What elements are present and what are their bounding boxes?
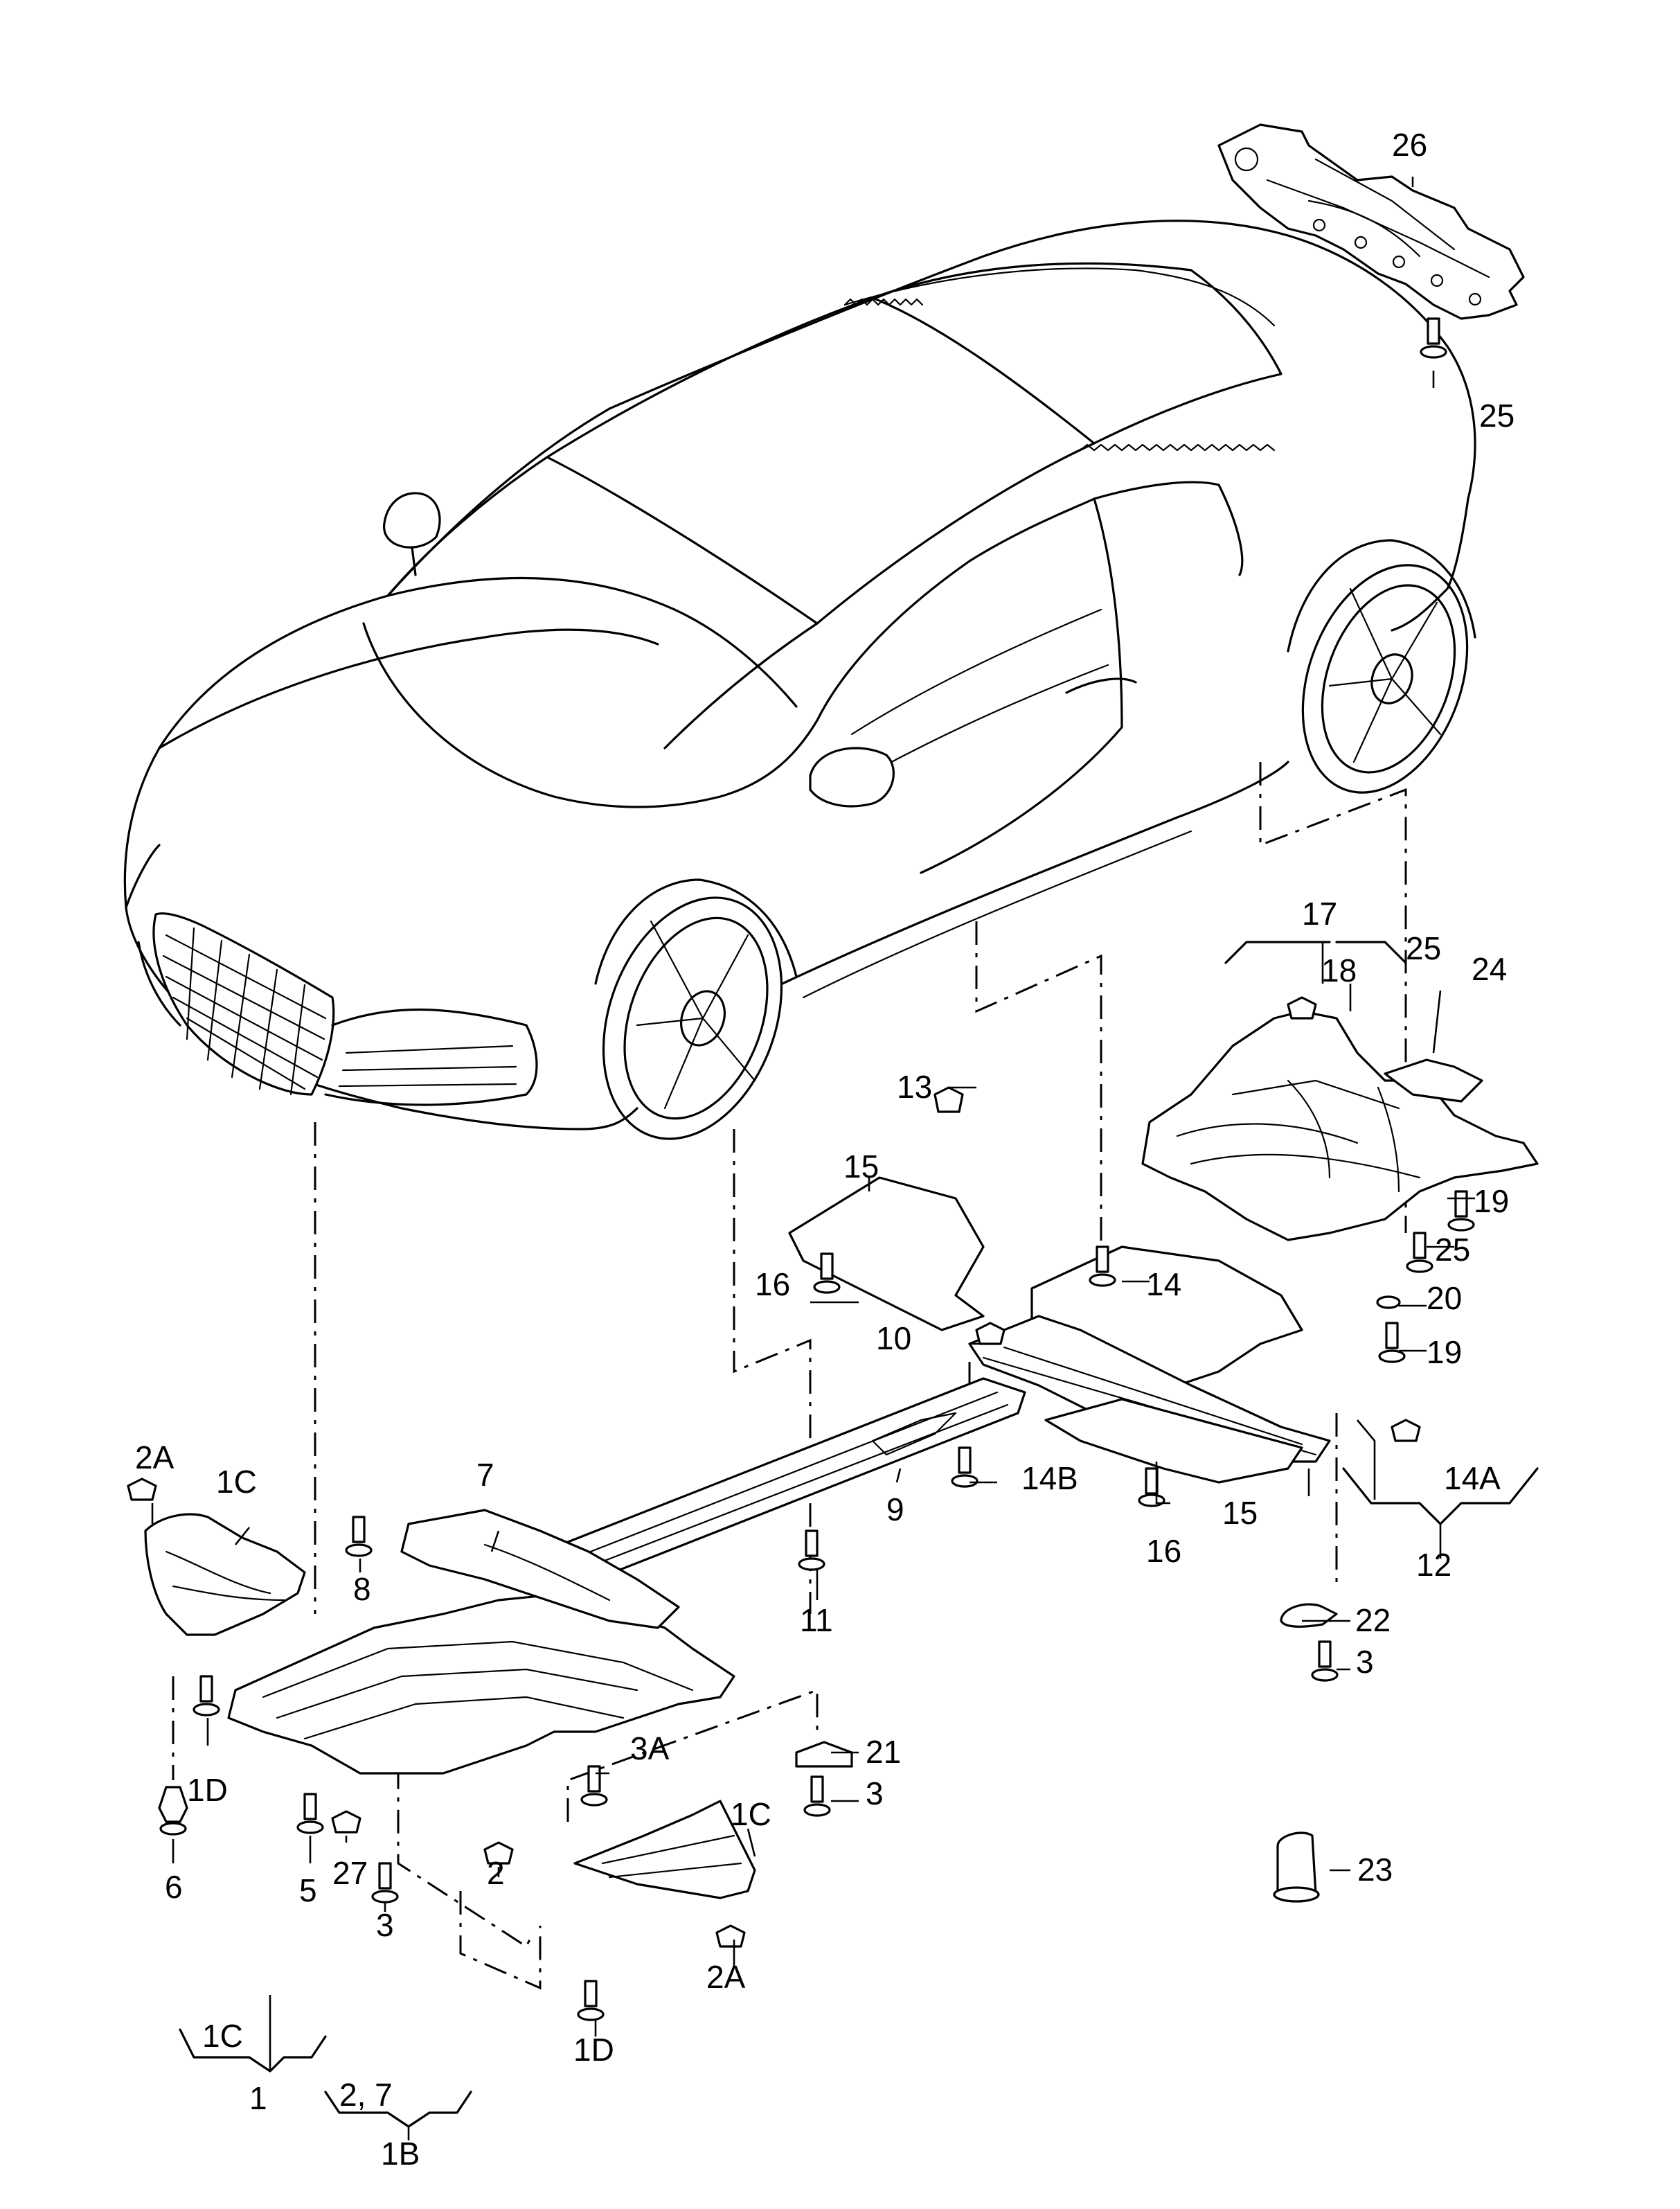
callout-13: 13 — [897, 1069, 932, 1105]
callout-1C-group: 1C — [202, 2018, 243, 2054]
callout-2: 2 — [487, 1855, 505, 1891]
group-brackets — [151, 177, 1539, 2140]
callout-3-right: 3 — [1356, 1644, 1374, 1680]
callout-25-lower: 25 — [1435, 1232, 1470, 1268]
callout-16-right: 16 — [1146, 1533, 1181, 1569]
callout-26: 26 — [1392, 127, 1427, 163]
fasteners — [127, 317, 1483, 2021]
bolts — [158, 317, 1475, 2021]
callout-1: 1 — [249, 2080, 267, 2116]
callout-1D-left: 1D — [187, 1772, 228, 1808]
callout-9: 9 — [886, 1491, 904, 1527]
callout-8: 8 — [353, 1571, 371, 1607]
callout-labels: 26 25 17 25 24 18 13 15 19 25 16 14 20 1… — [135, 127, 1514, 2172]
callout-19-lower: 19 — [1427, 1334, 1462, 1370]
callout-18: 18 — [1321, 952, 1357, 988]
callout-5: 5 — [299, 1872, 317, 1908]
callout-3-left: 3 — [376, 1907, 394, 1943]
callout-14A: 14A — [1444, 1460, 1501, 1496]
plug-23 — [1276, 1831, 1317, 1896]
callout-15-right: 15 — [1222, 1495, 1258, 1531]
callout-14B: 14B — [1021, 1460, 1078, 1496]
callout-1C-right: 1C — [731, 1796, 771, 1832]
callout-19-upper: 19 — [1474, 1183, 1509, 1219]
callout-1B: 1B — [381, 2136, 420, 2172]
part-1C-front-deflectors — [144, 1513, 756, 1899]
callout-20: 20 — [1427, 1280, 1462, 1316]
callout-2A-top: 2A — [135, 1439, 175, 1475]
callout-1C-top: 1C — [216, 1464, 257, 1500]
clip-14A — [1391, 1419, 1421, 1442]
bracket-24 — [1384, 1058, 1483, 1103]
callout-25-right: 25 — [1406, 930, 1441, 966]
callout-2-7-group: 2, 7 — [339, 2077, 393, 2113]
callout-21: 21 — [866, 1734, 901, 1770]
callout-6: 6 — [165, 1869, 183, 1905]
callout-22: 22 — [1355, 1602, 1391, 1638]
clip-13 — [933, 1086, 964, 1113]
part-7-front-undertray — [227, 1509, 735, 1775]
callout-27: 27 — [332, 1855, 368, 1891]
callout-14: 14 — [1146, 1266, 1181, 1302]
callout-7: 7 — [476, 1457, 494, 1493]
callout-3A: 3A — [630, 1730, 670, 1766]
callout-16-left: 16 — [755, 1266, 790, 1302]
bracket-21 — [795, 1741, 853, 1768]
clip-2 — [483, 1841, 514, 1865]
clip-10 — [975, 1322, 1006, 1345]
callout-10: 10 — [876, 1320, 911, 1356]
callout-15-top: 15 — [843, 1148, 879, 1185]
clip-2A-upper — [127, 1478, 157, 1501]
car-body-illustration — [123, 220, 1476, 1140]
callout-25-top: 25 — [1479, 398, 1514, 434]
part-26-rear-panel — [1217, 123, 1525, 320]
dash-dot-leaders — [172, 762, 1407, 1990]
clip-2A-lower — [715, 1924, 746, 1948]
callout-23: 23 — [1357, 1852, 1393, 1888]
part-17-rear-undertray — [1141, 1010, 1539, 1241]
callout-17: 17 — [1302, 896, 1337, 932]
callout-3-mid: 3 — [866, 1775, 884, 1811]
bracket-22 — [1280, 1603, 1338, 1628]
clip-18 — [1287, 996, 1317, 1020]
clip-27 — [331, 1810, 361, 1834]
callout-2A-bottom: 2A — [706, 1959, 746, 1995]
callout-12: 12 — [1416, 1547, 1451, 1583]
callout-11: 11 — [800, 1602, 833, 1638]
callout-24: 24 — [1472, 951, 1507, 987]
callout-1D-bottom: 1D — [573, 2032, 614, 2068]
